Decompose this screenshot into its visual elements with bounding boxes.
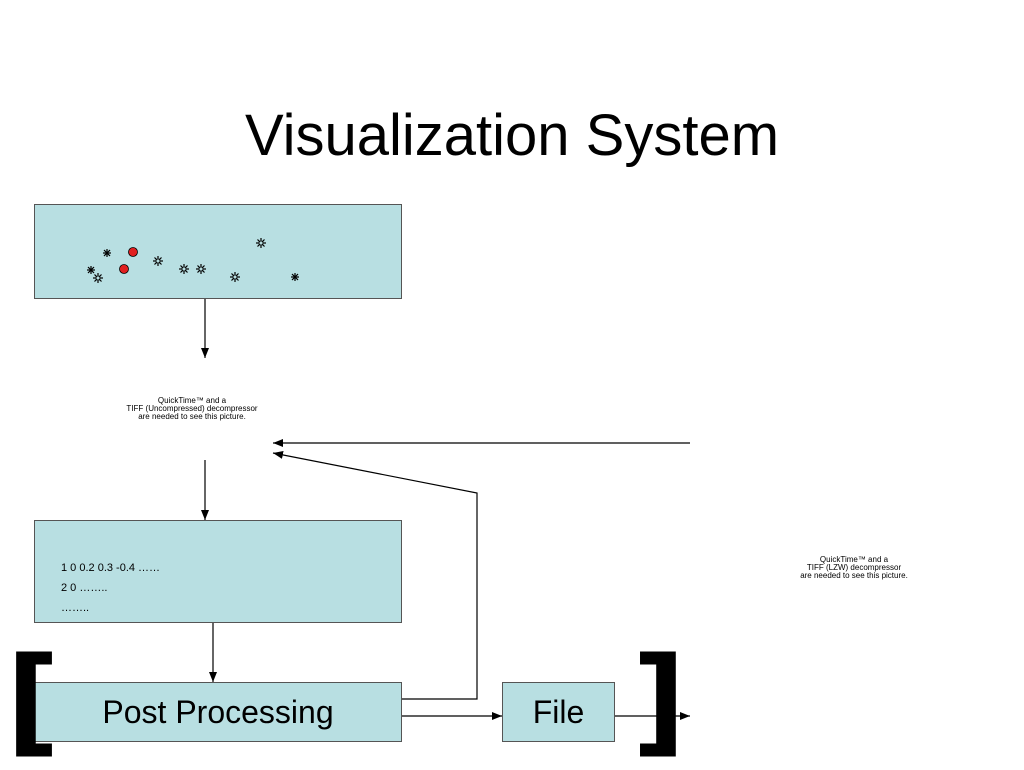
quicktime-placeholder-right: QuickTime™ and a TIFF (LZW) decompressor… [774,556,934,580]
quicktime-line-3: are needed to see this picture. [138,412,246,421]
sun-icon [93,273,103,283]
quicktime-placeholder-top: QuickTime™ and a TIFF (Uncompressed) dec… [112,397,272,421]
right-bracket: ] [632,631,686,769]
data-line-2: 2 0 …….. [61,582,108,594]
slide-title: Visualization System [244,103,780,168]
sun-icon [256,238,266,248]
quicktime-line-2: TIFF (Uncompressed) decompressor [126,404,258,413]
red-particle-dot [128,247,138,257]
sun-icon [179,264,189,274]
data-line-3: …….. [61,602,90,614]
particle-view-box [34,204,402,299]
post-processing-box: Post Processing [34,682,402,742]
asterisk-icon [291,273,299,281]
file-label: File [532,693,585,730]
particle-markers [87,238,299,283]
quicktime-line-1: QuickTime™ and a [157,396,227,405]
data-values-box: 1 0 0.2 0.3 -0.4 …… 2 0 …….. …….. [34,520,402,623]
quicktime-line-1: QuickTime™ and a [819,555,889,564]
arrow-feedback-loop [272,450,478,700]
sun-icon [153,256,163,266]
quicktime-line-2: TIFF (LZW) decompressor [806,563,902,572]
data-line-1: 1 0 0.2 0.3 -0.4 …… [61,562,161,574]
post-processing-label: Post Processing [102,693,334,730]
asterisk-icon [103,249,111,257]
sun-icon [196,264,206,274]
asterisk-icon [87,266,95,274]
file-box: File [502,682,615,742]
red-particle-dot [119,264,129,274]
left-bracket: [ [6,631,60,769]
quicktime-line-3: are needed to see this picture. [800,571,908,580]
sun-icon [230,272,240,282]
